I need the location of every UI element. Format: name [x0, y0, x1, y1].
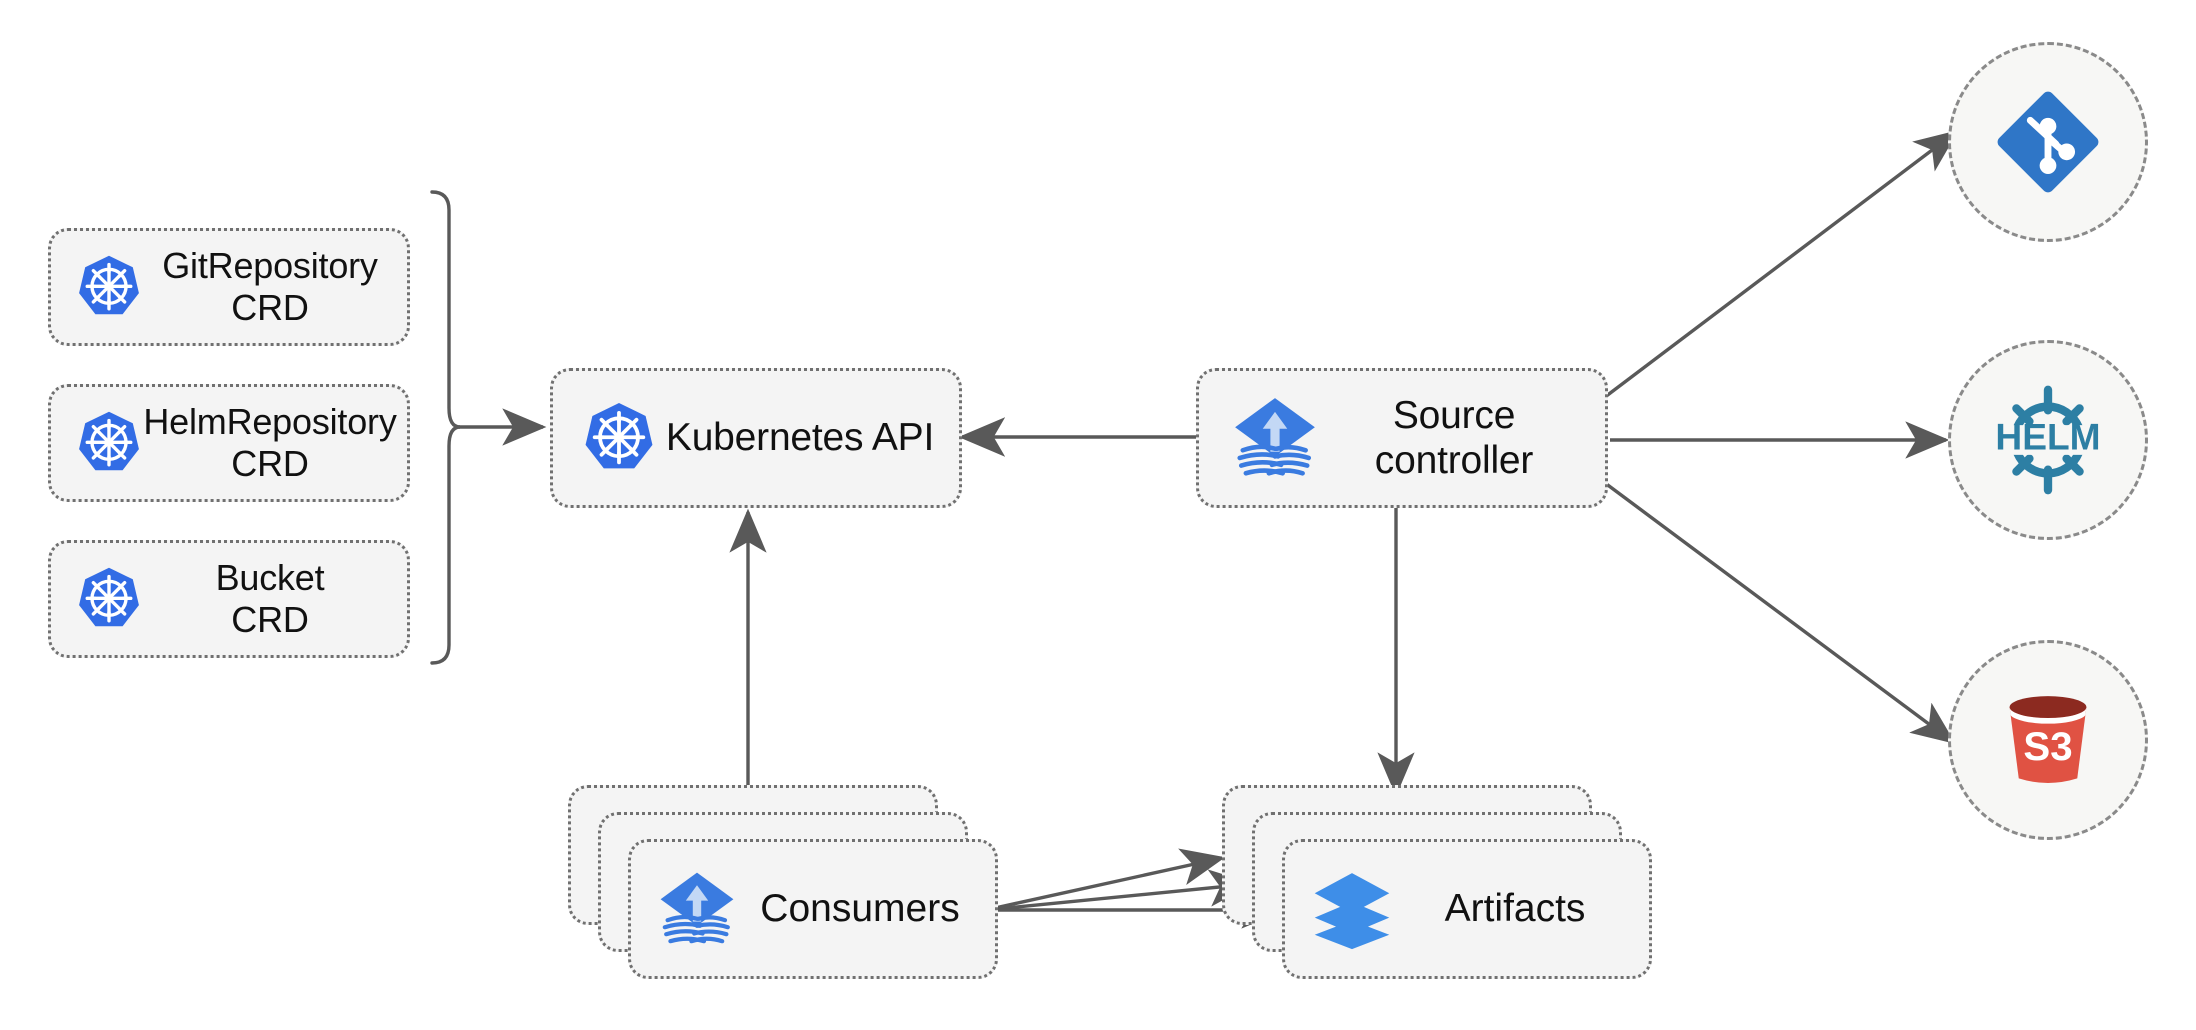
- node-consumers[interactable]: Consumers: [568, 785, 998, 980]
- edge-consumers-to-artifacts-2: [985, 869, 1254, 912]
- external-source-helm[interactable]: HELM: [1948, 340, 2148, 540]
- node-kubernetes-api[interactable]: Kubernetes API: [550, 368, 962, 508]
- node-source-controller[interactable]: Source controller: [1196, 368, 1608, 508]
- kubernetes-icon: [79, 255, 139, 315]
- edge-source-controller-to-s3: [1599, 478, 1956, 745]
- external-source-s3[interactable]: S3: [1948, 640, 2148, 840]
- external-source-git[interactable]: [1948, 42, 2148, 242]
- kubernetes-icon: [79, 411, 139, 471]
- edge-source-controller-to-git: [1599, 129, 1959, 402]
- node-label: Kubernetes API: [665, 416, 935, 460]
- svg-text:S3: S3: [2023, 724, 2072, 769]
- edge-consumers-to-artifacts-1: [985, 848, 1226, 912]
- flux-icon: [660, 872, 734, 944]
- node-label: Bucket CRD: [215, 557, 325, 640]
- node-artifacts[interactable]: Artifacts: [1222, 785, 1652, 980]
- node-gitrepository-crd[interactable]: GitRepository CRD: [48, 228, 410, 346]
- git-icon: [1997, 91, 2099, 193]
- kubernetes-icon: [79, 567, 139, 627]
- crd-group-brace: [430, 190, 461, 665]
- kubernetes-icon: [585, 403, 653, 469]
- node-helmrepository-crd[interactable]: HelmRepository CRD: [48, 384, 410, 502]
- node-label: Artifacts: [1444, 887, 1586, 930]
- node-label: Consumers: [760, 887, 960, 930]
- s3-bucket-icon: S3: [2009, 696, 2087, 783]
- svg-text:HELM: HELM: [1995, 415, 2100, 457]
- flux-icon: [1235, 398, 1315, 476]
- helm-icon: HELM: [1995, 385, 2101, 495]
- artifacts-card-front[interactable]: Artifacts: [1282, 839, 1652, 979]
- node-label: HelmRepository CRD: [143, 401, 397, 484]
- node-label: Source controller: [1374, 393, 1534, 482]
- node-bucket-crd[interactable]: Bucket CRD: [48, 540, 410, 658]
- layers-icon: [1314, 873, 1390, 950]
- node-label: GitRepository CRD: [162, 245, 378, 328]
- consumers-card-front[interactable]: Consumers: [628, 839, 998, 979]
